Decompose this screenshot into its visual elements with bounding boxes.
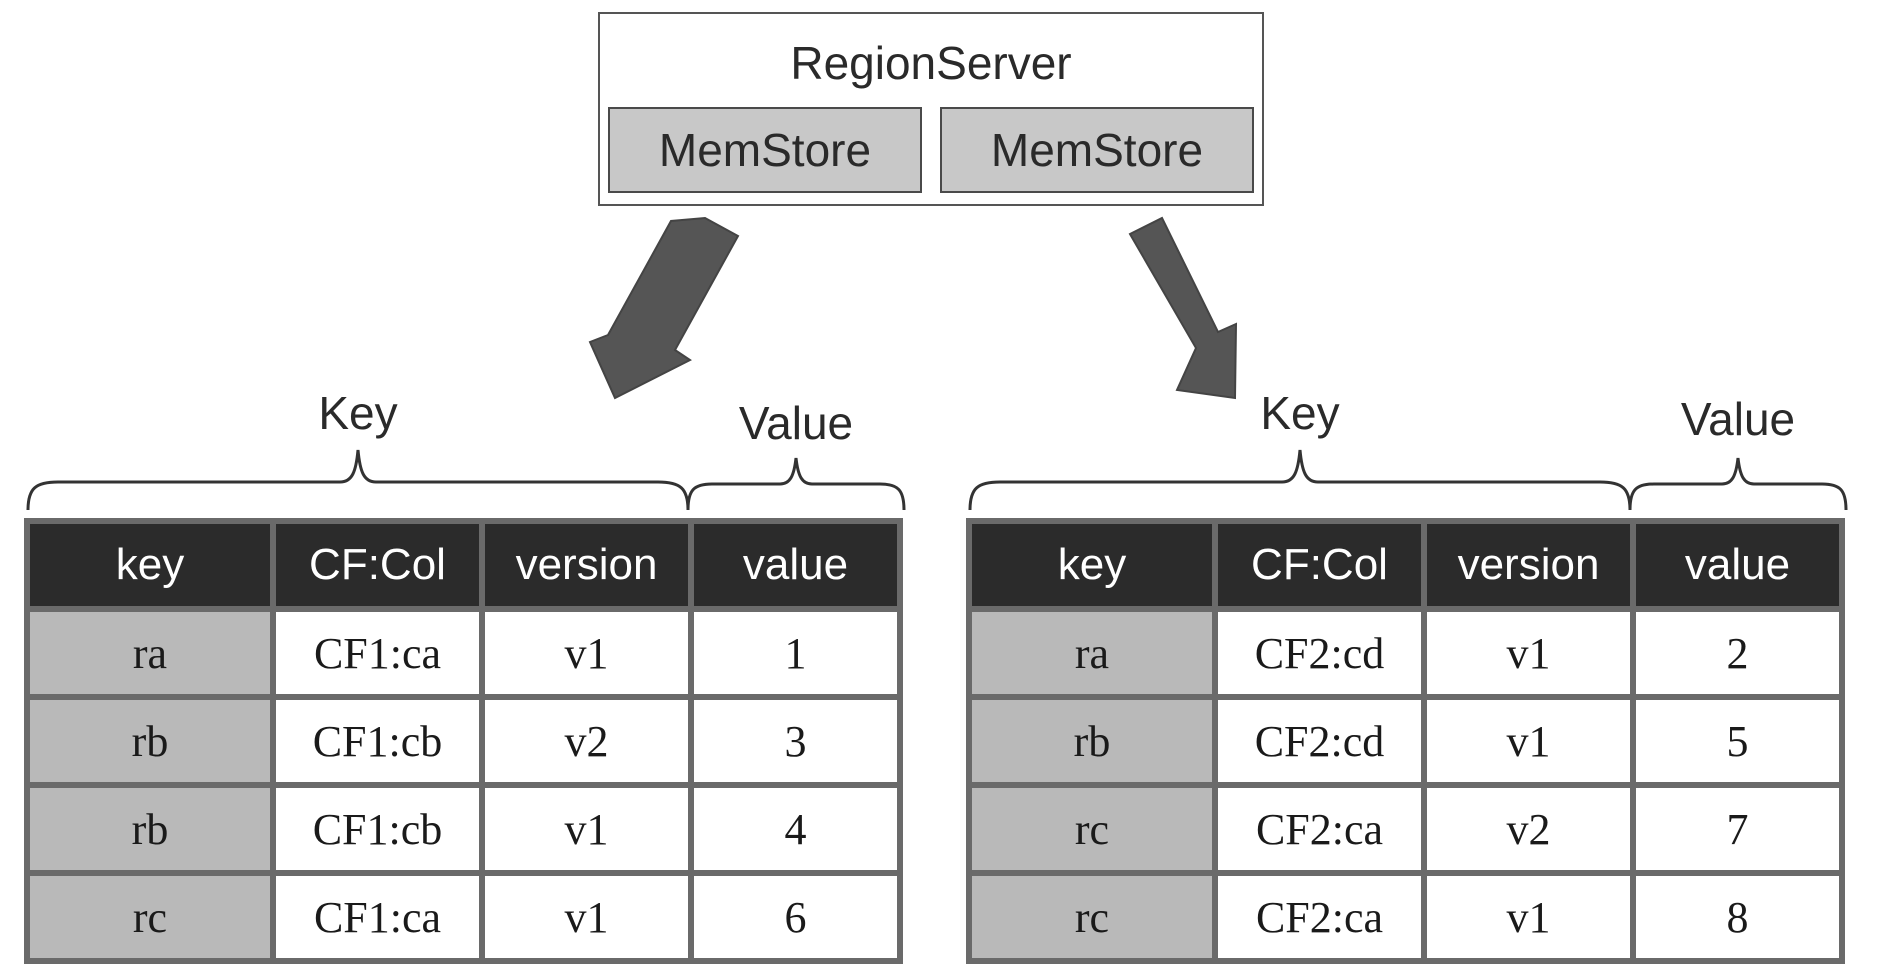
value-brace-right — [1628, 457, 1848, 511]
table-row: ra CF1:ca v1 1 — [30, 612, 897, 694]
memstore-right: MemStore — [940, 107, 1254, 193]
key-label-left: Key — [318, 387, 398, 439]
cell-value: 1 — [694, 612, 897, 694]
table-row: rb CF2:cd v1 5 — [972, 700, 1839, 782]
cell-version: v1 — [1427, 612, 1630, 694]
cell-key: ra — [972, 612, 1212, 694]
table-row: rc CF1:ca v1 6 — [30, 876, 897, 958]
arrow-left-down-icon — [588, 216, 740, 400]
cell-cf-col: CF2:cd — [1218, 700, 1421, 782]
header-value: value — [694, 524, 897, 606]
header-cf-col: CF:Col — [1218, 524, 1421, 606]
cell-key: rb — [30, 700, 270, 782]
cell-value: 6 — [694, 876, 897, 958]
cell-version: v1 — [485, 876, 688, 958]
arrow-right-down-icon — [1128, 216, 1238, 400]
cell-version: v1 — [485, 612, 688, 694]
cell-key: rc — [972, 876, 1212, 958]
cell-value: 8 — [1636, 876, 1839, 958]
value-label-right: Value — [1680, 393, 1796, 445]
cell-key: ra — [30, 612, 270, 694]
table-header-row: key CF:Col version value — [30, 524, 897, 606]
header-version: version — [485, 524, 688, 606]
cell-version: v1 — [1427, 700, 1630, 782]
cell-value: 4 — [694, 788, 897, 870]
memstore-left: MemStore — [608, 107, 922, 193]
cell-key: rc — [30, 876, 270, 958]
cell-key: rb — [30, 788, 270, 870]
cell-value: 2 — [1636, 612, 1839, 694]
cell-cf-col: CF2:cd — [1218, 612, 1421, 694]
header-version: version — [1427, 524, 1630, 606]
cell-value: 3 — [694, 700, 897, 782]
table-header-row: key CF:Col version value — [972, 524, 1839, 606]
header-key: key — [30, 524, 270, 606]
cell-cf-col: CF1:cb — [276, 788, 479, 870]
cell-version: v1 — [485, 788, 688, 870]
key-label-right: Key — [1260, 387, 1340, 439]
table-row: rb CF1:cb v2 3 — [30, 700, 897, 782]
value-brace-left — [686, 457, 906, 511]
cell-cf-col: CF2:ca — [1218, 876, 1421, 958]
kv-table-right: key CF:Col version value ra CF2:cd v1 2 … — [966, 518, 1845, 964]
table-row: rc CF2:ca v2 7 — [972, 788, 1839, 870]
header-key: key — [972, 524, 1212, 606]
cell-key: rb — [972, 700, 1212, 782]
cell-value: 7 — [1636, 788, 1839, 870]
cell-cf-col: CF1:ca — [276, 876, 479, 958]
value-label-left: Value — [738, 397, 854, 449]
header-value: value — [1636, 524, 1839, 606]
table-row: ra CF2:cd v1 2 — [972, 612, 1839, 694]
cell-value: 5 — [1636, 700, 1839, 782]
cell-cf-col: CF2:ca — [1218, 788, 1421, 870]
kv-table-left: key CF:Col version value ra CF1:ca v1 1 … — [24, 518, 903, 964]
table-row: rb CF1:cb v1 4 — [30, 788, 897, 870]
cell-version: v2 — [1427, 788, 1630, 870]
cell-cf-col: CF1:cb — [276, 700, 479, 782]
cell-key: rc — [972, 788, 1212, 870]
header-cf-col: CF:Col — [276, 524, 479, 606]
cell-cf-col: CF1:ca — [276, 612, 479, 694]
region-server-box: RegionServer MemStore MemStore — [598, 12, 1264, 206]
key-brace-right — [968, 449, 1632, 511]
cell-version: v2 — [485, 700, 688, 782]
table-row: rc CF2:ca v1 8 — [972, 876, 1839, 958]
region-server-title: RegionServer — [790, 37, 1072, 89]
cell-version: v1 — [1427, 876, 1630, 958]
key-brace-left — [26, 449, 690, 511]
